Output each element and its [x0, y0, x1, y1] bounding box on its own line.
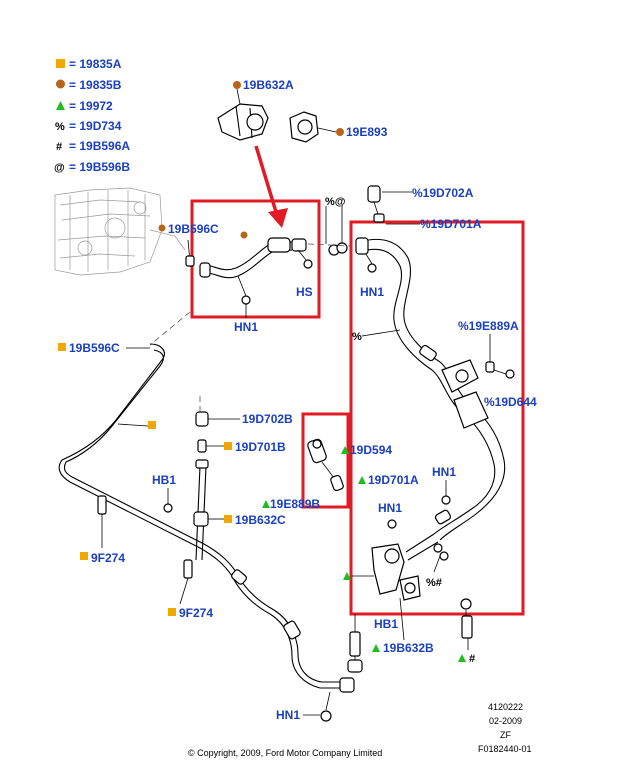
part-label-hn1-b: HN1 [432, 465, 456, 479]
part-label-hn1-bottom: HN1 [276, 708, 300, 722]
part-label-hs: HS [296, 285, 313, 299]
legend: = 19835A = 19835B = 19972 % = 19D734 # =… [54, 57, 130, 174]
legend-item-19b596a: = 19B596A [69, 139, 130, 153]
part-label-19d701b: 19D701B [235, 440, 286, 454]
part-marker-triangle-icon [358, 476, 366, 484]
part-label-19b632a: 19B632A [243, 78, 294, 92]
legend-circle-icon [56, 79, 65, 89]
lower-hose: 9F274 9F274 HB1 HN1 [58, 343, 355, 722]
part-marker-square-icon [224, 442, 232, 450]
legend-square-icon [56, 59, 65, 68]
part-label-hash-bottom: # [469, 653, 475, 665]
part-marker-square-icon [58, 343, 66, 351]
part-label-9f274-b: 9F274 [179, 606, 213, 620]
bracket-assembly: 19B632A 19E893 [217, 78, 388, 143]
figure-id: F0182440-01 [478, 744, 532, 754]
part-marker-circle-icon [336, 128, 344, 136]
part-label-19b632b: 19B632B [383, 641, 434, 655]
pressure-sensor: 19D594 19D701A 19E889B [262, 438, 419, 511]
part-label-pct-hash: %# [426, 577, 442, 589]
legend-item-19835a: = 19835A [69, 57, 122, 71]
legend-item-19d734: = 19D734 [69, 119, 122, 133]
copyright-notice: © Copyright, 2009, Ford Motor Company Li… [188, 748, 382, 758]
part-label-hb1-left: HB1 [152, 473, 176, 487]
part-marker-square-icon [148, 421, 156, 429]
part-label-19d701a-top: %19D701A [420, 217, 482, 231]
part-label-19e889a: %19E889A [458, 319, 519, 333]
part-marker-circle-icon [240, 231, 248, 239]
part-label-19e893: 19E893 [346, 125, 388, 139]
part-label-pct-mid: % [352, 331, 362, 343]
center-service-port: 19D702B 19D701B 19B632C [193, 396, 293, 561]
part-marker-circle-icon [233, 81, 241, 89]
part-label-19b632c: 19B632C [235, 513, 286, 527]
legend-at-icon: @ [54, 162, 65, 174]
part-marker-triangle-icon [372, 644, 380, 652]
footer: 4120222 02-2009 ZF F0182440-01 © Copyrig… [188, 702, 532, 758]
figure-code: ZF [500, 730, 511, 740]
part-label-19d702b: 19D702B [242, 412, 293, 426]
compressor-connection: %# HN1 HN1 # [343, 465, 475, 665]
part-label-pct-at: %@ [325, 196, 346, 208]
part-marker-circle-icon [158, 224, 166, 232]
legend-item-19b596b: = 19B596B [69, 160, 130, 174]
figure-ref-number: 4120222 [488, 702, 523, 712]
part-marker-square-icon [168, 608, 176, 616]
part-label-19e889b: 19E889B [270, 497, 320, 511]
part-label-hn1-a: HN1 [378, 501, 402, 515]
part-marker-triangle-icon [343, 572, 351, 580]
engine-sketch [54, 187, 186, 276]
part-label-19d701a-mid: 19D701A [368, 473, 419, 487]
part-marker-triangle-icon [458, 654, 466, 662]
figure-date: 02-2009 [489, 716, 522, 726]
part-label-19b596c-left: 19B596C [69, 341, 120, 355]
highlight-box-right [349, 220, 525, 616]
right-hose: %19D702A %19D701A HN1 % %19E889A %19D644 [352, 185, 537, 541]
highlight-arrow [254, 145, 288, 228]
legend-item-19835b: = 19835B [69, 78, 122, 92]
legend-hash-icon: # [56, 141, 62, 153]
highlight-box-sensor [301, 412, 350, 509]
part-label-hb1-right: HB1 [374, 617, 398, 631]
upper-hose: HS HN1 [199, 231, 313, 334]
lower-center-bracket: HB1 19B632B [347, 597, 434, 673]
legend-percent-icon: % [55, 121, 65, 133]
part-label-19d702a: %19D702A [412, 186, 474, 200]
highlight-box-upper [190, 199, 321, 319]
part-label-19d594: 19D594 [350, 443, 392, 457]
part-label-9f274-a: 9F274 [91, 551, 125, 565]
upper-right-connection: %@ [307, 196, 351, 256]
legend-triangle-icon [56, 101, 65, 110]
part-label-19d644: %19D644 [484, 395, 537, 409]
part-marker-triangle-icon [262, 500, 270, 508]
part-marker-triangle-icon [341, 446, 349, 454]
part-marker-square-icon [224, 515, 232, 523]
part-label-hn1-box: HN1 [234, 320, 258, 334]
legend-item-19972: = 19972 [69, 99, 113, 113]
part-label-19b596c-top: 19B596C [168, 222, 219, 236]
part-marker-square-icon [80, 552, 88, 560]
part-label-hn1-right: HN1 [360, 285, 384, 299]
